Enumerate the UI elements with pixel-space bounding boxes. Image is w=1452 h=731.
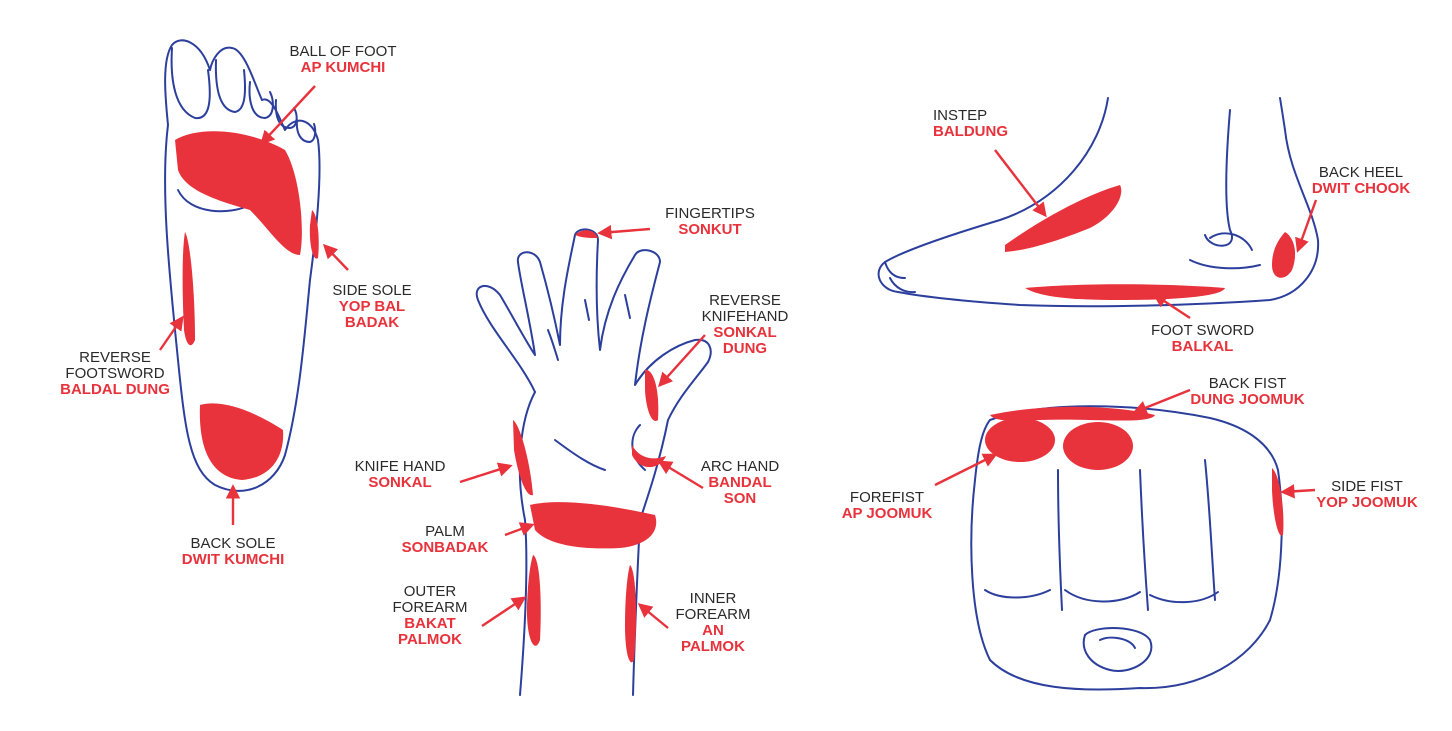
arc-hand-ko-1: BANDAL — [690, 475, 790, 491]
back-sole-ko: DWIT KUMCHI — [163, 552, 303, 568]
fingertips-ko: SONKUT — [645, 222, 775, 238]
palm-ko: SONBADAK — [385, 540, 505, 556]
arrow-forefist — [935, 455, 995, 485]
outer-forearm-zone — [527, 555, 541, 646]
knife-hand-en: KNIFE HAND — [345, 459, 455, 475]
forefist-zone-1 — [985, 418, 1055, 462]
back-fist-en: BACK FIST — [1170, 376, 1325, 392]
outer-forearm-en-2: FOREARM — [380, 600, 480, 616]
outer-forearm-ko-2: PALMOK — [380, 632, 480, 648]
reverse-knifehand-zone — [645, 370, 658, 421]
side-sole-ko-2: BADAK — [322, 315, 422, 331]
back-sole-en: BACK SOLE — [163, 536, 303, 552]
arrow-fingertips — [600, 229, 650, 233]
instep-zone — [1005, 185, 1121, 252]
foot-sword-zone — [1025, 284, 1225, 300]
label-fingertips: FINGERTIPS SONKUT — [645, 206, 775, 238]
instep-ko: BALDUNG — [933, 124, 1043, 140]
instep-en: INSTEP — [933, 108, 1043, 124]
back-fist-ko: DUNG JOOMUK — [1170, 392, 1325, 408]
label-outer-forearm: OUTER FOREARM BAKAT PALMOK — [380, 584, 480, 648]
inner-forearm-ko-2: PALMOK — [663, 639, 763, 655]
reverse-knifehand-ko-1: SONKAL — [690, 325, 800, 341]
label-arc-hand: ARC HAND BANDAL SON — [690, 459, 790, 507]
arrow-side-sole — [325, 246, 348, 270]
reverse-knifehand-en-2: KNIFEHAND — [690, 309, 800, 325]
fist-illustration — [971, 406, 1283, 689]
palm-en: PALM — [385, 524, 505, 540]
arrows — [160, 86, 1316, 628]
reverse-footsword-ko: BALDAL DUNG — [40, 382, 190, 398]
palm-zone — [530, 502, 656, 548]
label-ball-of-foot: BALL OF FOOT AP KUMCHI — [273, 44, 413, 76]
back-sole-zone — [200, 403, 283, 480]
outer-forearm-en-1: OUTER — [380, 584, 480, 600]
inner-forearm-ko-1: AN — [663, 623, 763, 639]
label-inner-forearm: INNER FOREARM AN PALMOK — [663, 591, 763, 655]
arc-hand-en: ARC HAND — [690, 459, 790, 475]
outer-forearm-ko-1: BAKAT — [380, 616, 480, 632]
back-heel-ko: DWIT CHOOK — [1296, 181, 1426, 197]
arrow-reverse-footsword — [160, 318, 182, 350]
foot-sole-illustration — [165, 40, 320, 491]
knife-hand-ko: SONKAL — [345, 475, 455, 491]
back-heel-en: BACK HEEL — [1296, 165, 1426, 181]
forefist-zone-2 — [1063, 422, 1133, 470]
label-forefist: FOREFIST AP JOOMUK — [822, 490, 952, 522]
forefist-ko: AP JOOMUK — [822, 506, 952, 522]
foot-sword-ko: BALKAL — [1140, 339, 1265, 355]
forefist-en: FOREFIST — [822, 490, 952, 506]
arc-hand-ko-2: SON — [690, 491, 790, 507]
label-side-sole: SIDE SOLE YOP BAL BADAK — [322, 283, 422, 331]
back-heel-zone — [1272, 232, 1295, 278]
side-fist-en: SIDE FIST — [1296, 479, 1438, 495]
label-knife-hand: KNIFE HAND SONKAL — [345, 459, 455, 491]
inner-forearm-en-1: INNER — [663, 591, 763, 607]
arrow-palm — [505, 525, 532, 535]
label-palm: PALM SONBADAK — [385, 524, 505, 556]
reverse-knifehand-en-1: REVERSE — [690, 293, 800, 309]
reverse-footsword-en-2: FOOTSWORD — [40, 366, 190, 382]
arrow-knife-hand — [460, 466, 510, 482]
side-sole-ko-1: YOP BAL — [322, 299, 422, 315]
label-back-sole: BACK SOLE DWIT KUMCHI — [163, 536, 303, 568]
label-foot-sword: FOOT SWORD BALKAL — [1140, 323, 1265, 355]
label-side-fist: SIDE FIST YOP JOOMUK — [1296, 479, 1438, 511]
arrow-instep — [995, 150, 1045, 215]
side-fist-ko: YOP JOOMUK — [1296, 495, 1438, 511]
label-reverse-footsword: REVERSE FOOTSWORD BALDAL DUNG — [40, 350, 190, 398]
fingertips-en: FINGERTIPS — [645, 206, 775, 222]
arrow-outer-forearm — [482, 598, 524, 626]
label-instep: INSTEP BALDUNG — [933, 108, 1043, 140]
side-fist-zone — [1272, 468, 1283, 536]
inner-forearm-zone — [625, 565, 636, 662]
side-sole-en: SIDE SOLE — [322, 283, 422, 299]
ball-of-foot-en: BALL OF FOOT — [273, 44, 413, 60]
foot-sword-en: FOOT SWORD — [1140, 323, 1265, 339]
reverse-footsword-zone — [183, 232, 195, 345]
ball-of-foot-zone — [175, 131, 302, 255]
reverse-knifehand-ko-2: DUNG — [690, 341, 800, 357]
reverse-footsword-en-1: REVERSE — [40, 350, 190, 366]
inner-forearm-en-2: FOREARM — [663, 607, 763, 623]
ball-of-foot-ko: AP KUMCHI — [273, 60, 413, 76]
label-reverse-knifehand: REVERSE KNIFEHAND SONKAL DUNG — [690, 293, 800, 357]
label-back-fist: BACK FIST DUNG JOOMUK — [1170, 376, 1325, 408]
label-back-heel: BACK HEEL DWIT CHOOK — [1296, 165, 1426, 197]
